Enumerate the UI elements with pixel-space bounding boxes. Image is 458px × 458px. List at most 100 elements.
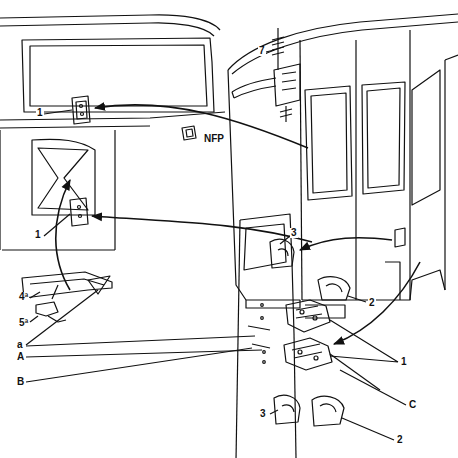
- callout-number: 7: [258, 46, 266, 56]
- hinge-drawing-stroke: [284, 338, 332, 370]
- hinge-drawing-stroke: [298, 350, 302, 354]
- hinge-drawing-stroke: [0, 112, 225, 120]
- hinge-drawing-stroke: [26, 290, 98, 345]
- hinge-drawing-stroke: [342, 418, 394, 440]
- hinge-drawing-stroke: [266, 50, 274, 52]
- hinge-drawing-stroke: [252, 344, 270, 348]
- hinge-drawing-stroke: [296, 306, 322, 318]
- hinge-drawing-stroke: [22, 38, 214, 112]
- callout-number: 1: [34, 230, 42, 240]
- hinge-drawing-stroke: [263, 361, 266, 364]
- hinge-drawing-stroke: [286, 300, 330, 332]
- hinge-drawing-stroke: [0, 15, 220, 30]
- hinge-drawing-stroke: [318, 277, 350, 300]
- callout-number: B: [16, 377, 25, 387]
- callout-number: 4ª: [18, 292, 29, 302]
- hinge-drawing-stroke: [232, 92, 234, 98]
- hinge-drawing-stroke: [305, 86, 352, 200]
- hinge-drawing-stroke: [26, 350, 262, 357]
- callout-number: A: [16, 352, 25, 362]
- hinge-drawing-stroke: [320, 404, 336, 412]
- hinge-drawing-stroke: [56, 180, 70, 290]
- hinge-drawing-stroke: [26, 348, 252, 382]
- hinge-drawing-stroke: [81, 113, 84, 116]
- hinge-drawing-stroke: [95, 105, 308, 148]
- hinge-drawing-stroke: [76, 101, 87, 119]
- hinge-drawing-stroke: [0, 23, 214, 36]
- hinge-drawing-stroke: [30, 316, 38, 322]
- hinge-drawing-stroke: [300, 310, 304, 314]
- callout-number: 3: [259, 409, 267, 419]
- hinge-drawing-stroke: [280, 236, 290, 244]
- hinge-drawing-stroke: [228, 14, 458, 70]
- hinge-drawing-stroke: [302, 270, 445, 300]
- hinge-drawing-stroke: [78, 206, 81, 209]
- hinge-drawing-stroke: [326, 284, 342, 292]
- callout-number: 5ª: [18, 318, 29, 328]
- hinge-drawing-stroke: [362, 82, 405, 194]
- hinge-drawing-stroke: [261, 317, 264, 320]
- hinge-drawing-stroke: [70, 198, 88, 226]
- hinge-drawing-stroke: [282, 72, 296, 90]
- hinge-drawing-stroke: [334, 262, 420, 344]
- hinge-drawing-stroke: [280, 109, 292, 117]
- hinge-drawing-stroke: [311, 93, 347, 193]
- callout-number: 1: [400, 357, 408, 367]
- hinge-drawing-stroke: [263, 351, 266, 354]
- hinge-drawing-stroke: [282, 405, 294, 412]
- hinge-drawing-stroke: [278, 249, 288, 256]
- hinge-drawing-stroke: [0, 14, 458, 458]
- callout-number: NFP: [203, 134, 225, 144]
- callout-number: C: [408, 400, 417, 410]
- hinge-drawing-stroke: [30, 45, 207, 106]
- hinge-drawing-stroke: [444, 60, 445, 290]
- hinge-drawing-stroke: [36, 302, 58, 316]
- hinge-drawing-stroke: [72, 96, 90, 124]
- hinge-drawing-stroke: [79, 215, 82, 218]
- hinge-drawing-stroke: [32, 139, 95, 215]
- hinge-drawing-stroke: [300, 238, 392, 250]
- hinge-drawing-stroke: [232, 22, 458, 74]
- hinge-drawing-stroke: [274, 64, 300, 106]
- hinge-drawing-stroke: [412, 70, 440, 205]
- hinge-drawing-stroke: [114, 130, 115, 250]
- hinge-drawing-stroke: [367, 88, 400, 188]
- hinge-drawing-stroke: [385, 262, 400, 300]
- hinge-drawing-stroke: [285, 106, 286, 122]
- hinge-drawing-stroke: [270, 239, 294, 268]
- hinge-drawing-stroke: [52, 285, 58, 299]
- callout-number: 2: [396, 435, 404, 445]
- hinge-drawing-stroke: [232, 78, 276, 98]
- hinge-drawing-stroke: [272, 37, 284, 55]
- hinge-drawing-stroke: [182, 126, 196, 140]
- hinge-drawing-stroke: [228, 70, 246, 300]
- hinge-drawing-stroke: [314, 356, 318, 360]
- callout-number: 3: [290, 228, 298, 238]
- hinge-drawing-stroke: [409, 30, 410, 300]
- hinge-drawing-stroke: [395, 228, 405, 247]
- hinge-drawing-stroke: [270, 410, 278, 414]
- hinge-drawing-stroke: [92, 216, 312, 242]
- hinge-drawing-stroke: [340, 370, 406, 405]
- hinge-drawing-stroke: [313, 316, 317, 320]
- hinge-drawing-stroke: [294, 334, 296, 458]
- hinge-drawing-stroke: [348, 296, 366, 302]
- hinge-drawing-stroke: [80, 105, 83, 108]
- hinge-drawing-stroke: [0, 130, 1, 250]
- hinge-drawing-stroke: [88, 276, 110, 294]
- hinge-drawing-stroke: [0, 126, 150, 128]
- hinge-drawing-stroke: [236, 220, 240, 458]
- hinge-drawing-stroke: [26, 336, 255, 346]
- callout-number: 1: [36, 108, 44, 118]
- hinge-drawing-stroke: [44, 110, 72, 114]
- hinge-drawing-stroke: [274, 395, 300, 424]
- hinge-drawing-stroke: [445, 55, 458, 60]
- hinge-drawing-stroke: [2, 249, 115, 250]
- callout-number: 2: [368, 298, 376, 308]
- hinge-drawing-stroke: [261, 304, 264, 307]
- hinge-drawing-stroke: [312, 396, 344, 426]
- hinge-drawing-stroke: [248, 326, 270, 330]
- callout-number: a: [16, 340, 24, 350]
